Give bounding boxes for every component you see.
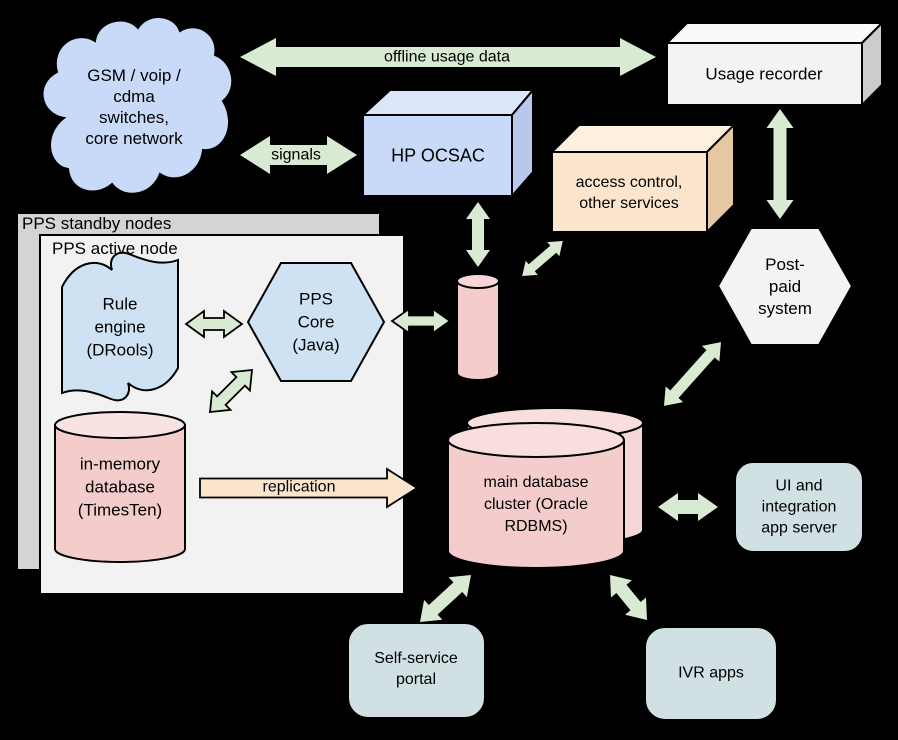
node-buffer-arrow — [390, 307, 452, 335]
usage-recorder-box — [666, 42, 863, 106]
main-db-cylinder-body — [448, 440, 624, 551]
hp-ocsac-label: HP OCSAC — [391, 145, 485, 166]
cloud-label: GSM / voip / cdma switches, core network — [85, 66, 183, 148]
access-control-box — [551, 151, 708, 233]
in-memory-db-cylinder-sides — [54, 425, 186, 549]
rule-core-arrow — [184, 309, 244, 339]
buffer-access-arrow — [519, 239, 566, 278]
access-control-box-top — [549, 124, 737, 153]
pps-standby-nodes-label: PPS standby nodes — [22, 214, 172, 233]
maindb-ivr-arrow — [610, 575, 647, 620]
buffer-cylinder-body — [457, 281, 499, 373]
rule-engine-flag-shape — [61, 251, 179, 402]
ui-app-server-box — [734, 461, 864, 553]
signals-arrow — [240, 136, 357, 174]
post-paid-system-label: Post- paid system — [758, 255, 812, 318]
ivr-apps-box — [644, 626, 778, 721]
signals-label: signals — [271, 146, 321, 164]
in-memory-db-cylinder-top — [54, 411, 186, 439]
usage-recorder-box-top — [664, 22, 885, 44]
ivr-apps-label: IVR apps — [678, 664, 744, 682]
buffer-cylinder-sides — [456, 281, 500, 373]
self-service-portal-box — [347, 622, 486, 719]
rule-engine-label: Rule engine (DRools) — [86, 294, 154, 360]
maindb-postpaid-arrow — [662, 339, 723, 409]
main-db-label: main database cluster (Oracle RDBMS) — [483, 474, 589, 535]
usage-postpaid-arrow — [766, 109, 794, 219]
offline-usage-data-label: offline usage data — [383, 48, 511, 66]
hp-ocsac-box-top — [360, 89, 536, 116]
post-paid-system-hexagon — [716, 227, 854, 346]
maindb-ui-arrow — [658, 493, 718, 521]
main-db-cylinder-sides — [447, 440, 625, 551]
buffer-cylinder-top — [456, 273, 500, 289]
main-db-cylinder-top — [447, 422, 625, 458]
offline-usage-arrow — [240, 38, 656, 76]
pps-active-node-label: PPS active node — [52, 239, 178, 258]
ocsac-buffer-arrow — [466, 202, 490, 267]
hp-ocsac-box — [362, 114, 513, 197]
replication-label: replication — [262, 478, 336, 496]
maindb-selfservice-arrow — [420, 575, 471, 622]
pps-core-hexagon — [246, 262, 386, 382]
ui-app-server-label: UI and integration app server — [761, 477, 837, 537]
network-cloud-shape — [41, 16, 234, 195]
replication-arrow — [199, 467, 419, 509]
core-memdb-arrow — [208, 368, 254, 414]
self-service-portal-label: Self-service portal — [374, 650, 458, 688]
in-memory-db-label: in-memory database (TimesTen) — [77, 454, 163, 520]
access-control-label: access control, other services — [575, 174, 683, 212]
usage-recorder-label: Usage recorder — [705, 64, 823, 84]
in-memory-db-cylinder-body — [55, 425, 185, 549]
pps-core-label: PPS Core (Java) — [292, 289, 340, 355]
arrow-layer — [184, 38, 794, 622]
